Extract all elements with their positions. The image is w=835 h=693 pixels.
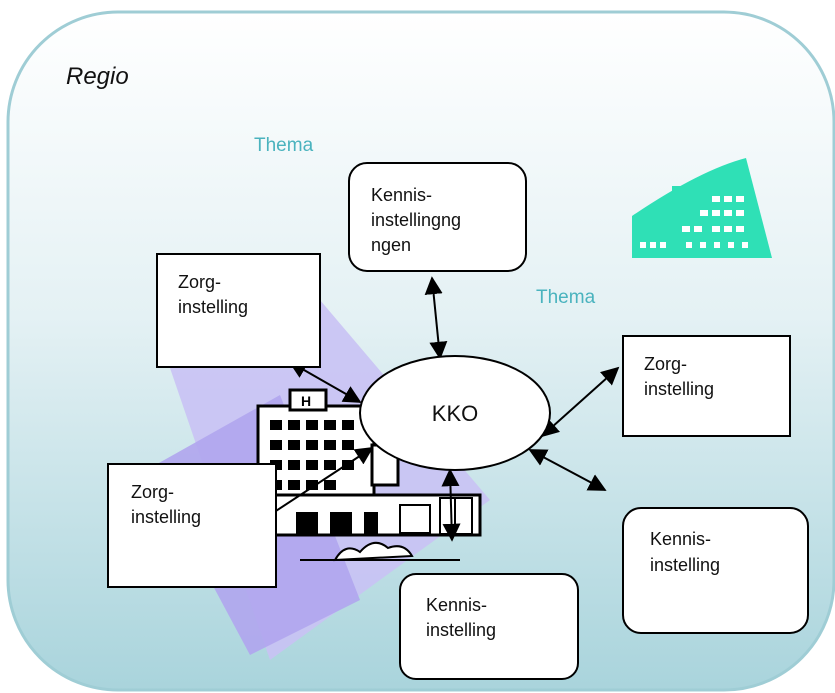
node-zorg-left-top-line-2: instelling [178,297,248,317]
node-kennis-top: Kennis- instellingng ngen [348,162,527,272]
node-zorg-left-top: Zorg- instelling [156,253,321,368]
kko-label: KKO [432,401,478,426]
connector-kko-kennis-top [424,276,448,360]
theme-label-right: Thema [536,287,596,308]
node-kennis-bottom-center: Kennis- instelling [399,573,579,680]
node-kennis-top-line-3: ngen [371,235,411,255]
kko-node: KKO [359,355,551,471]
connector-kko-zorg-right [540,366,620,438]
office-building-icon [632,158,772,258]
node-kennis-bottom-right-line-2: instelling [650,555,720,575]
connector-kko-kennis-bottom [441,468,461,542]
node-zorg-right: Zorg- instelling [622,335,791,437]
region-title: Regio [66,63,129,90]
node-zorg-left-top-line-1: Zorg- [178,272,221,292]
node-kennis-top-line-2: instellingng [371,210,461,230]
node-kennis-bottom-center-line-2: instelling [426,620,496,640]
node-zorg-right-line-1: Zorg- [644,354,687,374]
node-kennis-bottom-right: Kennis- instelling [622,507,809,634]
node-kennis-top-line-1: Kennis- [371,185,432,205]
node-kennis-bottom-center-line-1: Kennis- [426,595,487,615]
node-kennis-bottom-right-line-1: Kennis- [650,529,711,549]
connector-kko-zorg-left-top [288,361,362,403]
node-zorg-left-bottom-line-1: Zorg- [131,482,174,502]
node-zorg-left-bottom: Zorg- instelling [107,463,277,588]
theme-label-left: Thema [254,135,314,156]
node-zorg-right-line-2: instelling [644,379,714,399]
node-zorg-left-bottom-line-2: instelling [131,507,201,527]
svg-text:H: H [301,393,311,409]
connector-kko-kennis-right [528,449,607,491]
